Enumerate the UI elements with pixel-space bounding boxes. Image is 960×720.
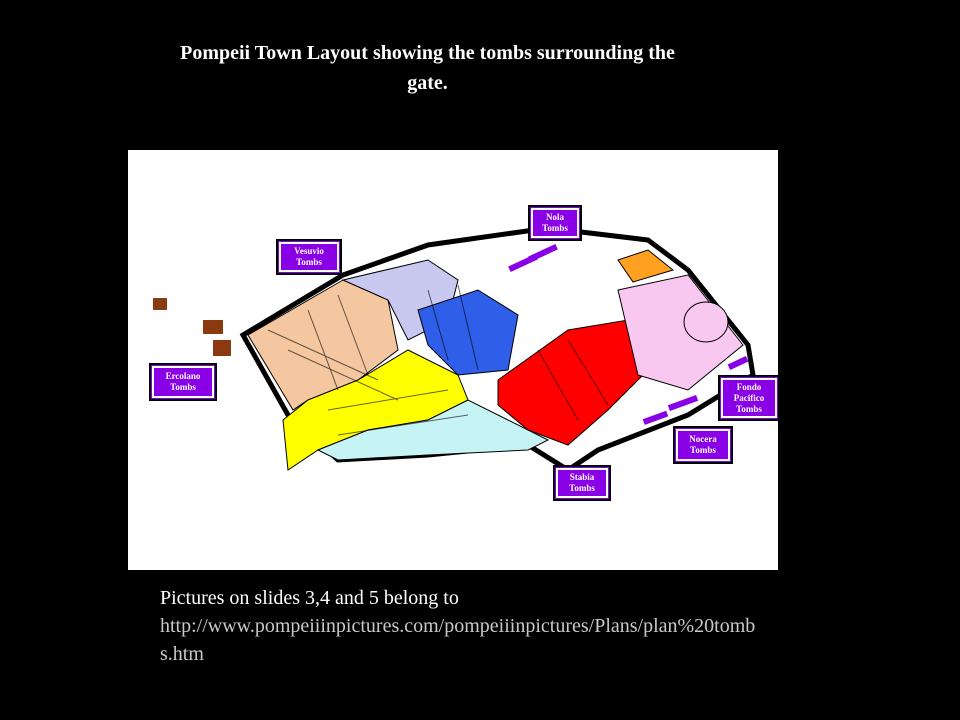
region-central-north bbox=[417, 289, 519, 376]
page-title: Pompeii Town Layout showing the tombs su… bbox=[180, 42, 675, 94]
vesuvio-tombs-label: Vesuvio Tombs bbox=[276, 239, 342, 275]
ercolano-tombs-label: Ercolano Tombs bbox=[149, 363, 217, 401]
nola-tombs-label: Nola Tombs bbox=[528, 205, 582, 241]
region-east bbox=[617, 274, 744, 391]
region-northeast bbox=[617, 249, 675, 283]
caption: Pictures on slides 3,4 and 5 belong to h… bbox=[160, 584, 760, 668]
nocera-tombs-label: Nocera Tombs bbox=[673, 426, 733, 464]
fondo-pacifico-tombs-label: Fondo Pacifico Tombs bbox=[718, 375, 780, 421]
pompeii-map: Nola Tombs Vesuvio Tombs Ercolano Tombs … bbox=[128, 150, 780, 570]
map-drawing bbox=[153, 225, 756, 473]
caption-text: Pictures on slides 3,4 and 5 belong to bbox=[160, 587, 459, 609]
tomb-shapes bbox=[508, 243, 749, 425]
stabia-tombs-label: Stabia Tombs bbox=[553, 465, 611, 501]
ercolano-tomb-shapes bbox=[153, 298, 231, 356]
source-url[interactable]: http://www.pompeiiinpictures.com/pompeii… bbox=[160, 615, 756, 665]
amphitheatre bbox=[683, 301, 729, 343]
region-east-central bbox=[497, 319, 649, 446]
